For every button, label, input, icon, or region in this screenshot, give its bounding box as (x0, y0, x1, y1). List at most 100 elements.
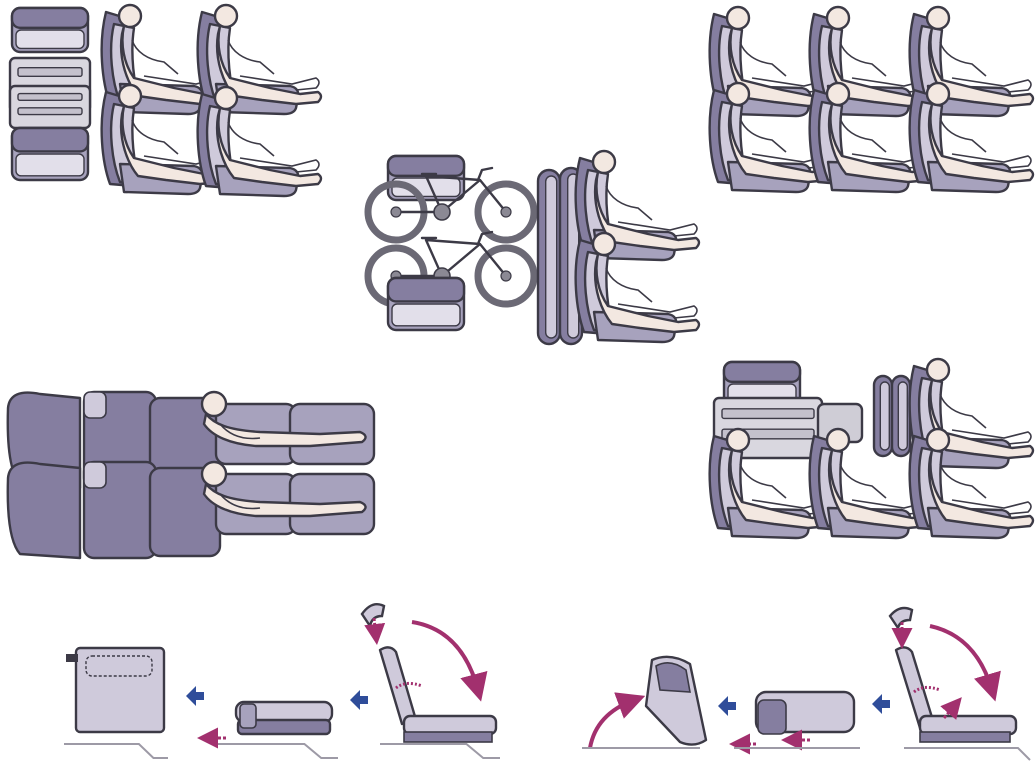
passenger-body (593, 170, 701, 252)
seat-base (236, 718, 332, 736)
tumble-arrow (588, 692, 646, 749)
block-top (722, 360, 802, 383)
passenger-body (927, 26, 1035, 108)
passenger-body (927, 378, 1035, 460)
layout-luggage-and-five-passengers (708, 357, 1035, 540)
step-arrow-2 (872, 694, 890, 714)
bike-frame (394, 230, 508, 278)
passenger-arm (227, 121, 275, 157)
passenger-arm (939, 41, 987, 77)
seat-row3-front (574, 149, 701, 262)
passenger-leg (951, 153, 1032, 169)
passenger-head (200, 460, 228, 488)
luggage-body (8, 84, 92, 130)
step-seat-folded-stowed (64, 646, 168, 759)
passenger-arm (839, 463, 887, 499)
passenger-head (117, 3, 143, 29)
floor-line (380, 743, 500, 759)
rear-hub (390, 206, 402, 218)
passenger-leg (239, 75, 320, 91)
stowed-seat (74, 646, 166, 734)
luggage-handle (721, 408, 815, 420)
floor-line (218, 743, 338, 759)
passenger-arm (939, 117, 987, 153)
headrest (83, 391, 107, 419)
passenger-leg (951, 429, 1032, 445)
luggage-handle (17, 92, 83, 101)
floor-line (904, 747, 1031, 761)
column-face (879, 381, 891, 451)
step-seat-folded-forward (729, 690, 860, 755)
passenger-head (925, 81, 951, 107)
passenger-head (591, 231, 617, 257)
lying-passenger (200, 390, 367, 448)
block-face (15, 29, 85, 50)
headrest (888, 606, 914, 631)
seat-base (403, 731, 493, 743)
hinge (239, 703, 257, 729)
passenger-head (725, 5, 751, 31)
passenger-body (927, 448, 1035, 530)
folded-backrest (757, 699, 787, 735)
layout-six-passengers (708, 5, 1035, 194)
latch (66, 654, 78, 662)
block-face (15, 153, 85, 177)
seat-back-pad (655, 662, 691, 693)
passenger-head (117, 83, 143, 109)
column-face (897, 381, 909, 451)
front-hub (500, 270, 512, 282)
crank (433, 203, 451, 221)
recline-marks (395, 681, 423, 690)
passenger-body (215, 24, 323, 106)
passenger-leg (951, 77, 1032, 93)
seat-row3-rear (574, 231, 701, 344)
passenger-body (215, 106, 323, 188)
passenger-arm (739, 463, 787, 499)
passenger-head (591, 149, 617, 175)
passenger-head (725, 81, 751, 107)
passenger-head (825, 5, 851, 31)
passenger-body (927, 102, 1035, 184)
step-arrow-1 (186, 686, 204, 706)
seat-r2-c3 (908, 81, 1035, 194)
passenger-arm (219, 493, 261, 510)
passenger-arm (219, 423, 261, 440)
lever-arrow (940, 697, 962, 720)
passenger-leg (951, 499, 1032, 515)
seat-r2-c1 (708, 81, 835, 194)
seat-tumble-sequence (582, 606, 1031, 761)
passenger-head (213, 3, 239, 29)
step-arrow-2 (350, 690, 368, 710)
layout-luggage-and-four-passengers (8, 3, 323, 198)
step-arrow-1 (718, 696, 736, 716)
passenger-body (593, 252, 701, 334)
passenger-leg (617, 221, 698, 237)
layout-two-reclined-passengers (6, 390, 376, 560)
passenger-leg (239, 157, 320, 173)
passenger-head (925, 5, 951, 31)
block-top (10, 6, 90, 29)
headrest (360, 603, 386, 630)
seat-row2-left (100, 83, 227, 196)
front-wheel (474, 180, 538, 244)
fold-arrow (929, 624, 1001, 702)
reclined-row-2 (6, 460, 376, 560)
headrest (83, 461, 107, 489)
floor-line (64, 743, 168, 759)
hidden-headrest (85, 655, 153, 677)
passenger-arm (839, 41, 887, 77)
headrest-arrow (364, 617, 386, 645)
folded-seat-bottom (386, 276, 466, 332)
lying-passenger (200, 460, 367, 518)
column-face (544, 175, 558, 339)
folded-seat-column-left (872, 374, 894, 458)
passenger-arm (839, 117, 887, 153)
passenger-head (213, 85, 239, 111)
folded-seat-column-right (890, 374, 912, 458)
seat-fold-sequence (64, 603, 500, 759)
passenger-head (825, 81, 851, 107)
backrest (378, 646, 418, 726)
luggage-lower (8, 84, 92, 130)
step-upright-seat-headrest-removed (360, 603, 500, 759)
